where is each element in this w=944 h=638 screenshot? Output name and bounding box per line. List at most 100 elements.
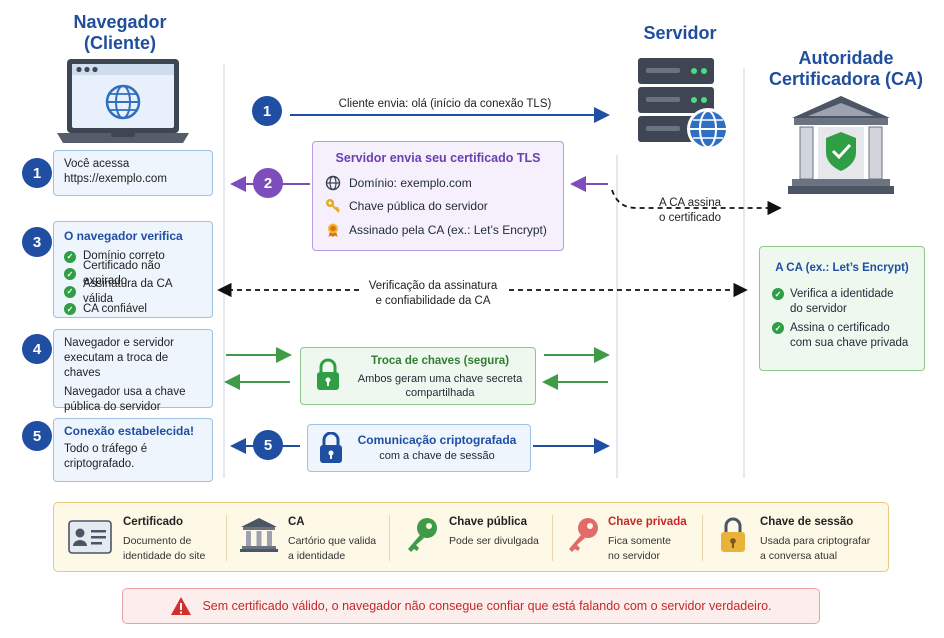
step4-line2: executam a troca de chaves xyxy=(64,352,169,379)
legend-privada: Chave privada Fica somente no servidor xyxy=(564,503,714,571)
ca-check-2-line1: Assina o certificado xyxy=(790,322,890,334)
verify-line1: Verificação da assinatura xyxy=(368,280,498,292)
step4-line3: Navegador usa a chave xyxy=(64,386,186,398)
legend-publica-desc: Pode ser divulgada xyxy=(449,534,539,549)
step4-line4: pública do servidor xyxy=(64,401,161,413)
legend-sessao-desc1: Usada para criptografar xyxy=(760,535,871,547)
check-text: Certificado não expirado xyxy=(83,260,161,288)
red-key-icon xyxy=(569,518,598,552)
legend-sessao-desc: Usada para criptografar a conversa atual xyxy=(760,534,870,564)
legend-publica-title: Chave pública xyxy=(449,516,527,528)
gold-lock-icon xyxy=(721,517,745,552)
check-icon: ✓ xyxy=(64,268,76,281)
legend-divider xyxy=(702,515,703,561)
lock-icon xyxy=(317,358,339,390)
server-globe-icon xyxy=(638,58,729,150)
legend-sessao-desc2: a conversa atual xyxy=(760,550,838,562)
check-text: CA confiável xyxy=(83,302,147,315)
warning-text: Sem certificado válido, o navegador não … xyxy=(202,599,772,613)
check-icon: ✓ xyxy=(64,250,76,263)
check-text: Domínio correto xyxy=(83,250,165,263)
legend-privada-desc: Fica somente no servidor xyxy=(608,534,671,564)
verify-line2: e confiabilidade da CA xyxy=(375,295,491,307)
arrow2-number: 2 xyxy=(253,168,283,198)
ca-title-line1: Autoridade xyxy=(798,48,894,68)
key-exchange-desc: Ambos geram uma chave secreta compartilh… xyxy=(349,372,531,400)
legend-ca-desc2: a identidade xyxy=(288,550,346,562)
green-key-icon xyxy=(408,518,437,552)
legend-privada-desc1: Fica somente xyxy=(608,535,672,547)
check-item: ✓ Domínio correto xyxy=(64,248,202,266)
legend-ca: CA Cartório que valida a identidade xyxy=(238,503,388,571)
ca-sign-line2: o certificado xyxy=(658,212,721,224)
bank-icon xyxy=(240,518,278,552)
ca-check-1-line1: Verifica a identidade xyxy=(790,288,894,300)
ca-check-1-line2: do servidor xyxy=(790,303,847,315)
step3-number: 3 xyxy=(22,227,52,257)
check-icon: ✓ xyxy=(64,285,76,298)
cert-row-signed: Assinado pela CA (ex.: Let’s Encrypt) xyxy=(325,222,547,238)
encrypted-comm-sub: com a chave de sessão xyxy=(379,450,495,462)
server-lifeline xyxy=(616,155,618,478)
check-icon: ✓ xyxy=(772,288,784,300)
step4-line1: Navegador e servidor xyxy=(64,337,174,349)
legend-certificado-title: Certificado xyxy=(123,516,184,528)
client-lifeline xyxy=(223,64,225,478)
cert-signed-text: Assinado pela CA (ex.: Let’s Encrypt) xyxy=(349,223,547,237)
step1-number: 1 xyxy=(22,158,52,188)
encrypted-comm-title: Comunicação criptografada xyxy=(357,433,517,447)
legend-ca-title: CA xyxy=(288,516,305,528)
ca-sign-label: A CA assina o certificado xyxy=(652,196,728,226)
cert-domain-text: Domínio: exemplo.com xyxy=(349,176,472,190)
legend-ca-desc: Cartório que valida a identidade xyxy=(288,534,376,564)
cert-row-pubkey: Chave pública do servidor xyxy=(325,198,488,214)
certificate-title: Servidor envia seu certificado TLS xyxy=(335,151,541,165)
check-item: ✓ Certificado não expirado xyxy=(64,260,202,287)
step5-line1: Todo o tráfego é xyxy=(64,443,148,455)
step5-box: Conexão estabelecida! Todo o tráfego é c… xyxy=(53,418,213,482)
ca-check-2: ✓ Assina o certificado com sua chave pri… xyxy=(772,321,908,351)
legend-sessao: Chave de sessão Usada para criptografar … xyxy=(714,503,884,571)
legend-divider xyxy=(552,515,553,561)
ca-title: Autoridade Certificadora (CA) xyxy=(760,48,932,90)
check-icon: ✓ xyxy=(64,303,76,316)
step5-title: Conexão estabelecida! xyxy=(64,424,195,438)
step5-number: 5 xyxy=(22,421,52,451)
legend-certificado: Certificado Documento de identidade do s… xyxy=(66,503,226,571)
legend-sessao-title: Chave de sessão xyxy=(760,516,854,528)
check-icon: ✓ xyxy=(772,322,784,334)
step4-box: Navegador e servidor executam a troca de… xyxy=(53,329,213,413)
check-item: ✓Assinatura da CA válida xyxy=(64,278,202,305)
step1-box: Você acessa https://exemplo.com xyxy=(53,150,213,196)
verify-label: Verificação da assinatura e confiabilida… xyxy=(360,279,506,309)
ca-sign-line1: A CA assina xyxy=(658,197,721,209)
legend-publica: Chave pública Pode ser divulgada xyxy=(401,503,551,571)
laptop-globe-icon xyxy=(57,59,189,143)
arrow1-label: Cliente envia: olá (início da conexão TL… xyxy=(338,98,552,110)
ca-title-line2: Certificadora (CA) xyxy=(768,69,924,89)
warning-icon xyxy=(171,597,192,615)
ca-check-2-line2: com sua chave privada xyxy=(790,337,909,349)
step5-line2: criptografado. xyxy=(64,458,135,470)
warning-banner: Sem certificado válido, o navegador não … xyxy=(122,588,820,624)
legend-publica-desc1: Pode ser divulgada xyxy=(449,535,539,547)
server-title: Servidor xyxy=(643,23,717,43)
check-item: ✓ CA confiável xyxy=(64,301,202,319)
legend-divider xyxy=(226,515,227,561)
globe-icon xyxy=(325,175,341,191)
arrow5-number: 5 xyxy=(253,430,283,460)
badge-icon xyxy=(328,223,338,237)
ca-info-title: A CA (ex.: Let’s Encrypt) xyxy=(775,262,909,274)
legend-divider xyxy=(389,515,390,561)
legend-privada-desc2: no servidor xyxy=(608,550,660,562)
key-exchange-line1: Ambos geram uma chave secreta xyxy=(357,373,523,385)
arrow1-number: 1 xyxy=(252,96,282,126)
id-card-icon xyxy=(68,520,112,554)
step4-number: 4 xyxy=(22,334,52,364)
step1-line1: Você acessa xyxy=(64,158,130,170)
key-icon xyxy=(326,199,340,213)
client-title-line2: (Cliente) xyxy=(84,33,156,53)
legend-privada-title: Chave privada xyxy=(608,516,687,528)
key-exchange-box: Troca de chaves (segura) Ambos geram uma… xyxy=(300,347,536,405)
encrypted-comm-box: Comunicação criptografada com a chave de… xyxy=(307,424,531,472)
